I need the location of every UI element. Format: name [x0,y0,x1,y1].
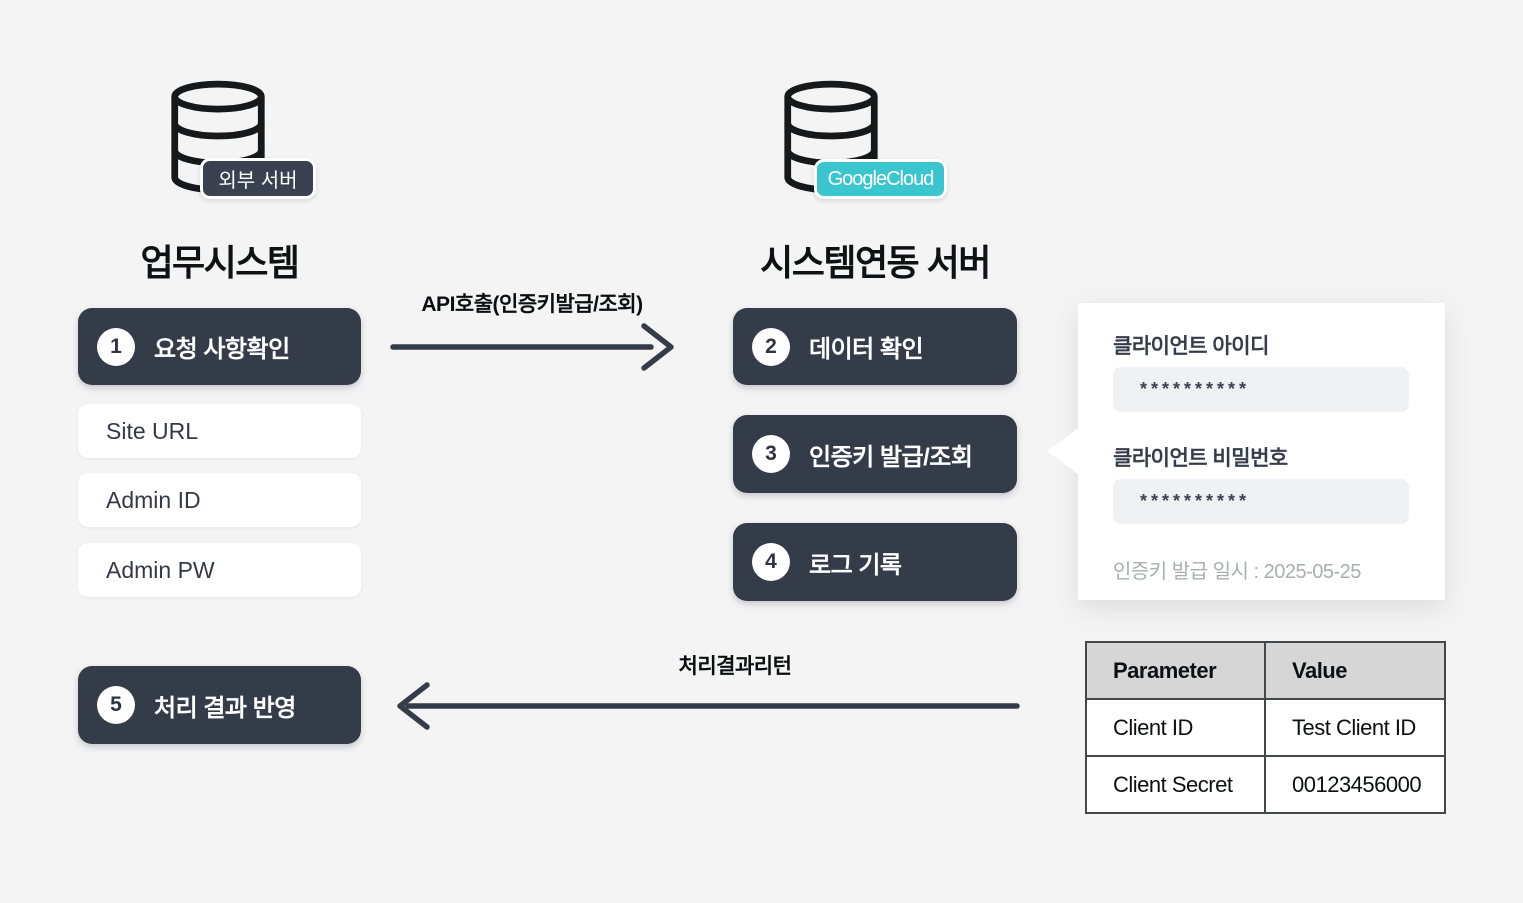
step-3-issue-authkey: 3 인증키 발급/조회 [733,415,1017,493]
step-number-badge: 5 [97,686,135,724]
table-cell-client-secret: Client Secret [1085,755,1266,814]
step-number-badge: 3 [752,435,790,473]
step-label: 처리 결과 반영 [154,694,296,722]
credentials-tooltip: 클라이언트 아이디 ********** 클라이언트 비밀번호 ********… [1047,303,1445,600]
google-cloud-badge-label: GoogleCloud [827,167,935,190]
left-system-title: 업무시스템 [140,242,300,283]
external-server-badge-label: 외부 서버 [218,170,298,192]
step-label: 로그 기록 [809,551,902,579]
table-header-row: Parameter Value [1085,641,1446,700]
parameter-table: Parameter Value Client ID Test Client ID… [1085,641,1446,814]
step-number-badge: 2 [752,327,790,366]
param-item-site-url: Site URL [78,404,361,458]
client-secret-label: 클라이언트 비밀번호 [1113,447,1288,470]
external-server-badge: 외부 서버 [200,158,316,199]
table-header-parameter: Parameter [1085,641,1266,700]
client-id-field[interactable]: ********** [1113,367,1409,412]
response-arrow-icon [397,682,1020,730]
step-4-log-record: 4 로그 기록 [733,523,1017,601]
step-2-check-data: 2 데이터 확인 [733,308,1017,385]
table-cell-client-secret-value: 00123456000 [1264,755,1446,814]
step-number-badge: 4 [752,543,790,581]
table-cell-client-id-value: Test Client ID [1264,698,1446,757]
step-1-check-request: 1 요청 사항확인 [78,308,361,385]
param-item-admin-id: Admin ID [78,473,361,527]
table-row: Client Secret 00123456000 [1085,755,1446,814]
step-number-badge: 1 [97,327,135,366]
table-header-value: Value [1264,641,1446,700]
google-cloud-badge: GoogleCloud [814,159,947,199]
client-secret-field[interactable]: ********** [1113,479,1409,524]
step-5-apply-result: 5 처리 결과 반영 [78,666,361,744]
client-id-label: 클라이언트 아이디 [1113,335,1269,358]
step-label: 데이터 확인 [809,336,924,363]
table-cell-client-id: Client ID [1085,698,1266,757]
step-label: 요청 사항확인 [154,336,290,363]
api-call-arrow-label: API호출(인증키발급/조회) [421,293,643,316]
table-row: Client ID Test Client ID [1085,698,1446,757]
tooltip-pointer [1047,428,1078,474]
right-system-title: 시스템연동 서버 [760,242,991,283]
step-label: 인증키 발급/조회 [809,443,973,471]
param-item-admin-pw: Admin PW [78,543,361,597]
request-arrow-icon [390,323,674,371]
result-return-arrow-label: 처리결과리턴 [678,655,792,678]
authkey-issued-date: 인증키 발급 일시 : 2025-05-25 [1113,561,1361,583]
